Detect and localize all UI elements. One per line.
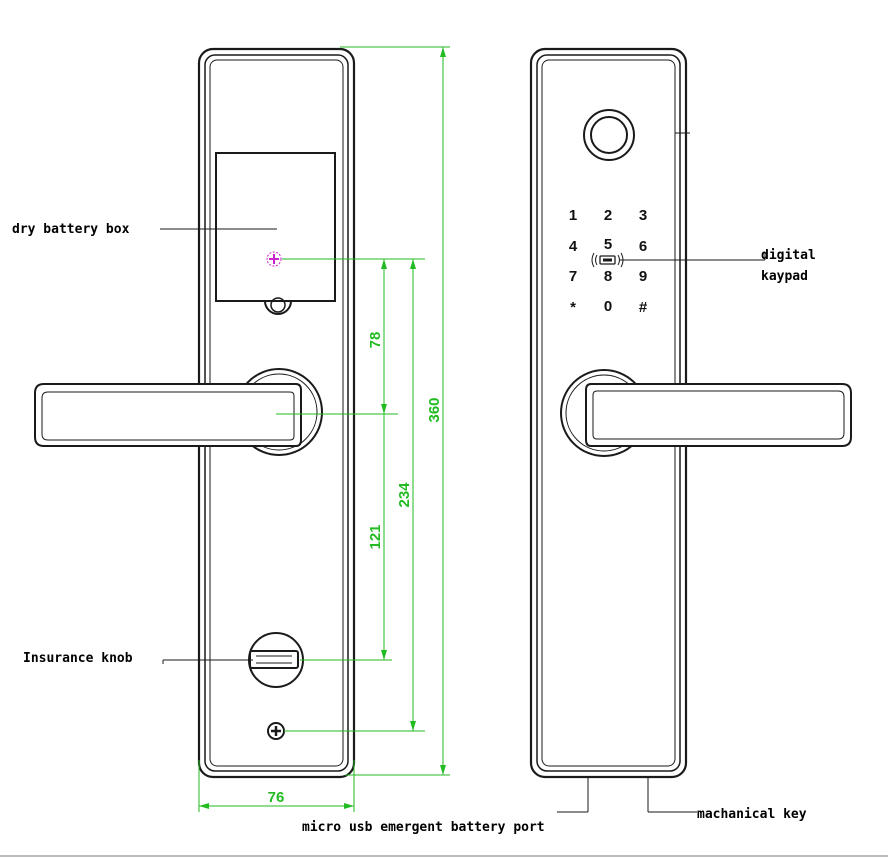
dimension-234: 234 xyxy=(396,482,413,508)
dimension-78: 78 xyxy=(367,332,384,349)
key-3: 3 xyxy=(639,207,647,224)
key-4: 4 xyxy=(569,238,578,255)
key-star: * xyxy=(570,299,576,316)
label-usb-port: micro usb emergent battery port xyxy=(302,820,545,835)
bottom-screw xyxy=(267,722,285,740)
label-mechanical-key: machanical key xyxy=(697,807,807,822)
insurance-knob xyxy=(248,632,304,688)
battery-box xyxy=(215,152,336,315)
dimension-360: 360 xyxy=(426,397,443,422)
fingerprint-sensor xyxy=(583,109,635,161)
key-8: 8 xyxy=(604,268,612,285)
key-1: 1 xyxy=(569,207,577,224)
key-7: 7 xyxy=(569,268,577,285)
keypad: 1 2 3 4 5 6 7 8 9 * 0 # xyxy=(569,207,648,316)
label-battery-box: dry battery box xyxy=(12,222,130,237)
front-handle xyxy=(560,369,852,457)
key-hash: # xyxy=(639,299,648,316)
key-2: 2 xyxy=(604,207,612,224)
key-5: 5 xyxy=(604,236,612,253)
nfc-reader-icon xyxy=(591,252,624,268)
key-6: 6 xyxy=(639,238,647,255)
dimension-76: 76 xyxy=(268,789,285,806)
key-0: 0 xyxy=(604,298,612,315)
back-handle xyxy=(34,368,323,456)
key-9: 9 xyxy=(639,268,647,285)
leader-lines xyxy=(160,132,766,813)
label-digital: digital xyxy=(761,248,816,263)
battery-screw-marker xyxy=(266,251,282,267)
dimension-arrows xyxy=(199,47,446,809)
label-keypad: kaypad xyxy=(761,269,808,284)
label-insurance-knob: Insurance knob xyxy=(23,651,133,666)
dimension-121: 121 xyxy=(367,524,384,549)
